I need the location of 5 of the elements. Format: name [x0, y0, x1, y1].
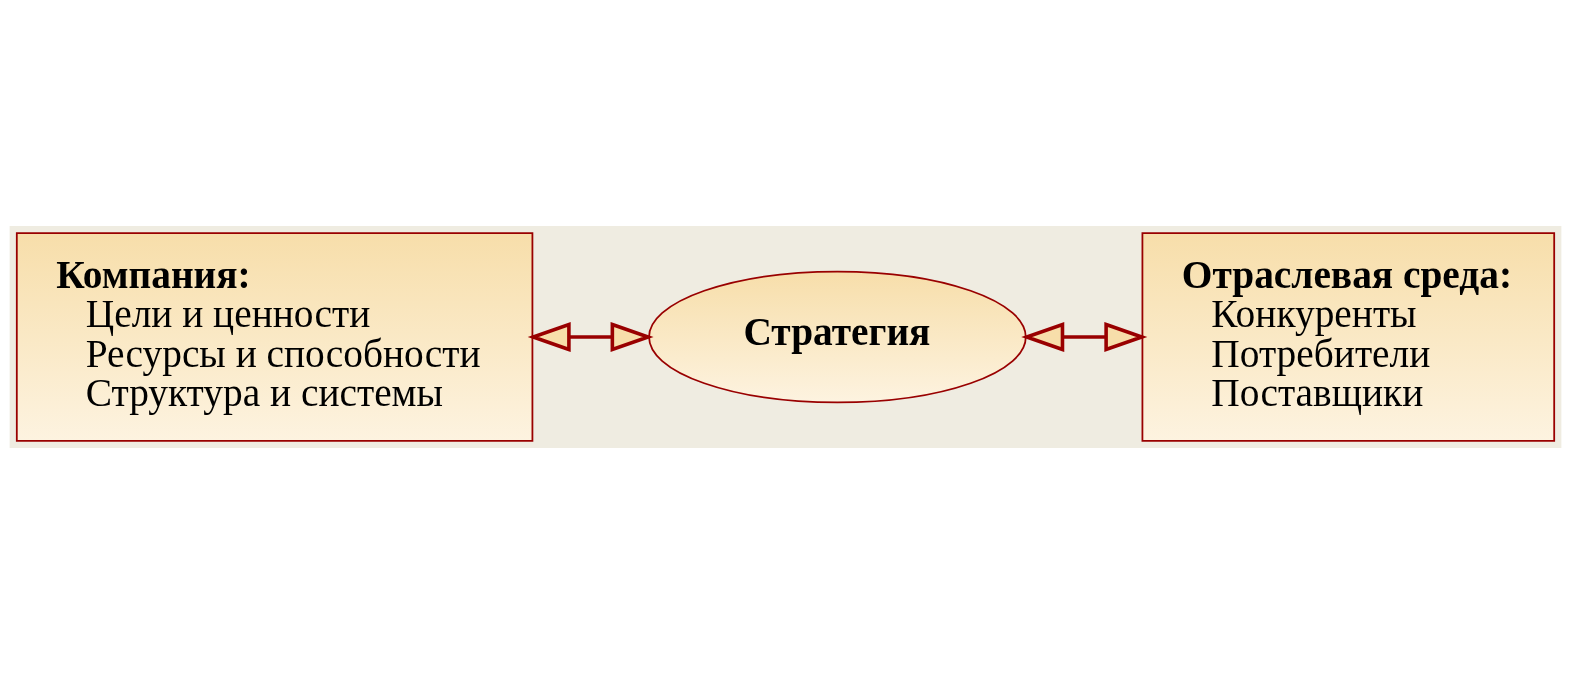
node-box: Отраслевая среда: Конкуренты Потребители Поставщики: [1141, 231, 1556, 442]
node-ellipse: Стратегия: [648, 270, 1027, 403]
arrow: [1021, 321, 1148, 352]
node-box: Компания: Цели и ценности Ресурсы и способности Структура и системы: [15, 231, 534, 442]
arrow: [527, 321, 654, 352]
